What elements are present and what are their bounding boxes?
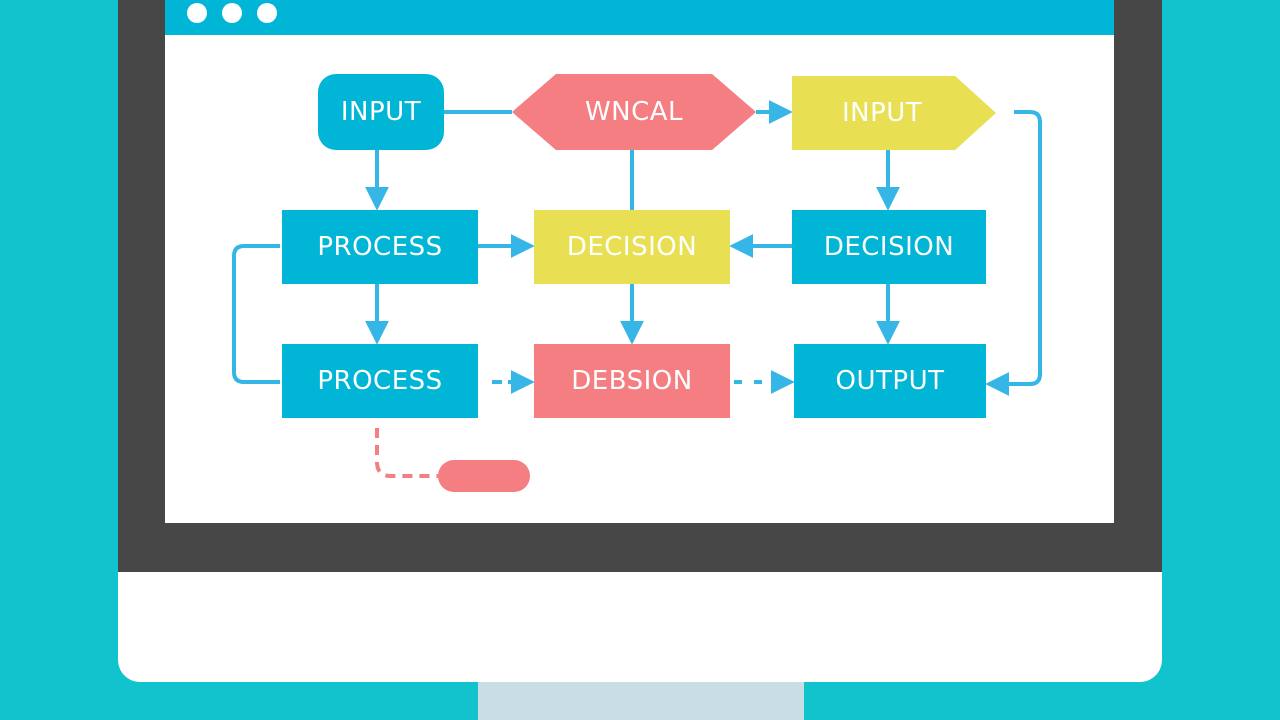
hexagon-node-label: WNCAL [584, 97, 684, 127]
decision-node-center[interactable]: DECISION [534, 210, 730, 284]
window-dot-close[interactable] [187, 3, 207, 23]
arrow-loop-to-output [985, 110, 1042, 396]
debsion-node[interactable]: DEBSION [534, 344, 730, 418]
monitor-chin [118, 560, 1162, 682]
process-node-row2[interactable]: PROCESS [282, 210, 478, 284]
decision-node-center-label: DECISION [566, 232, 698, 262]
hexagon-node[interactable]: WNCAL [512, 74, 756, 150]
line-process-to-terminator [375, 428, 440, 478]
output-node-label: OUTPUT [835, 366, 945, 396]
process-node-row2-label: PROCESS [317, 232, 443, 262]
output-node[interactable]: OUTPUT [794, 344, 986, 418]
input-node-right[interactable]: INPUT [792, 76, 996, 150]
input-node-left[interactable]: INPUT [318, 74, 444, 150]
process-node-row3[interactable]: PROCESS [282, 344, 478, 418]
line-left-loop [232, 244, 280, 384]
monitor-stand [478, 680, 804, 720]
decision-node-right-label: DECISION [823, 232, 955, 262]
input-node-right-label: INPUT [842, 98, 923, 128]
debsion-node-label: DEBSION [571, 366, 693, 396]
window-titlebar [165, 0, 1114, 35]
decision-node-right[interactable]: DECISION [792, 210, 986, 284]
process-node-row3-label: PROCESS [317, 366, 443, 396]
terminator-node [438, 460, 530, 492]
input-node-left-label: INPUT [340, 97, 422, 127]
window-dot-minimize[interactable] [222, 3, 242, 23]
window-dot-maximize[interactable] [257, 3, 277, 23]
